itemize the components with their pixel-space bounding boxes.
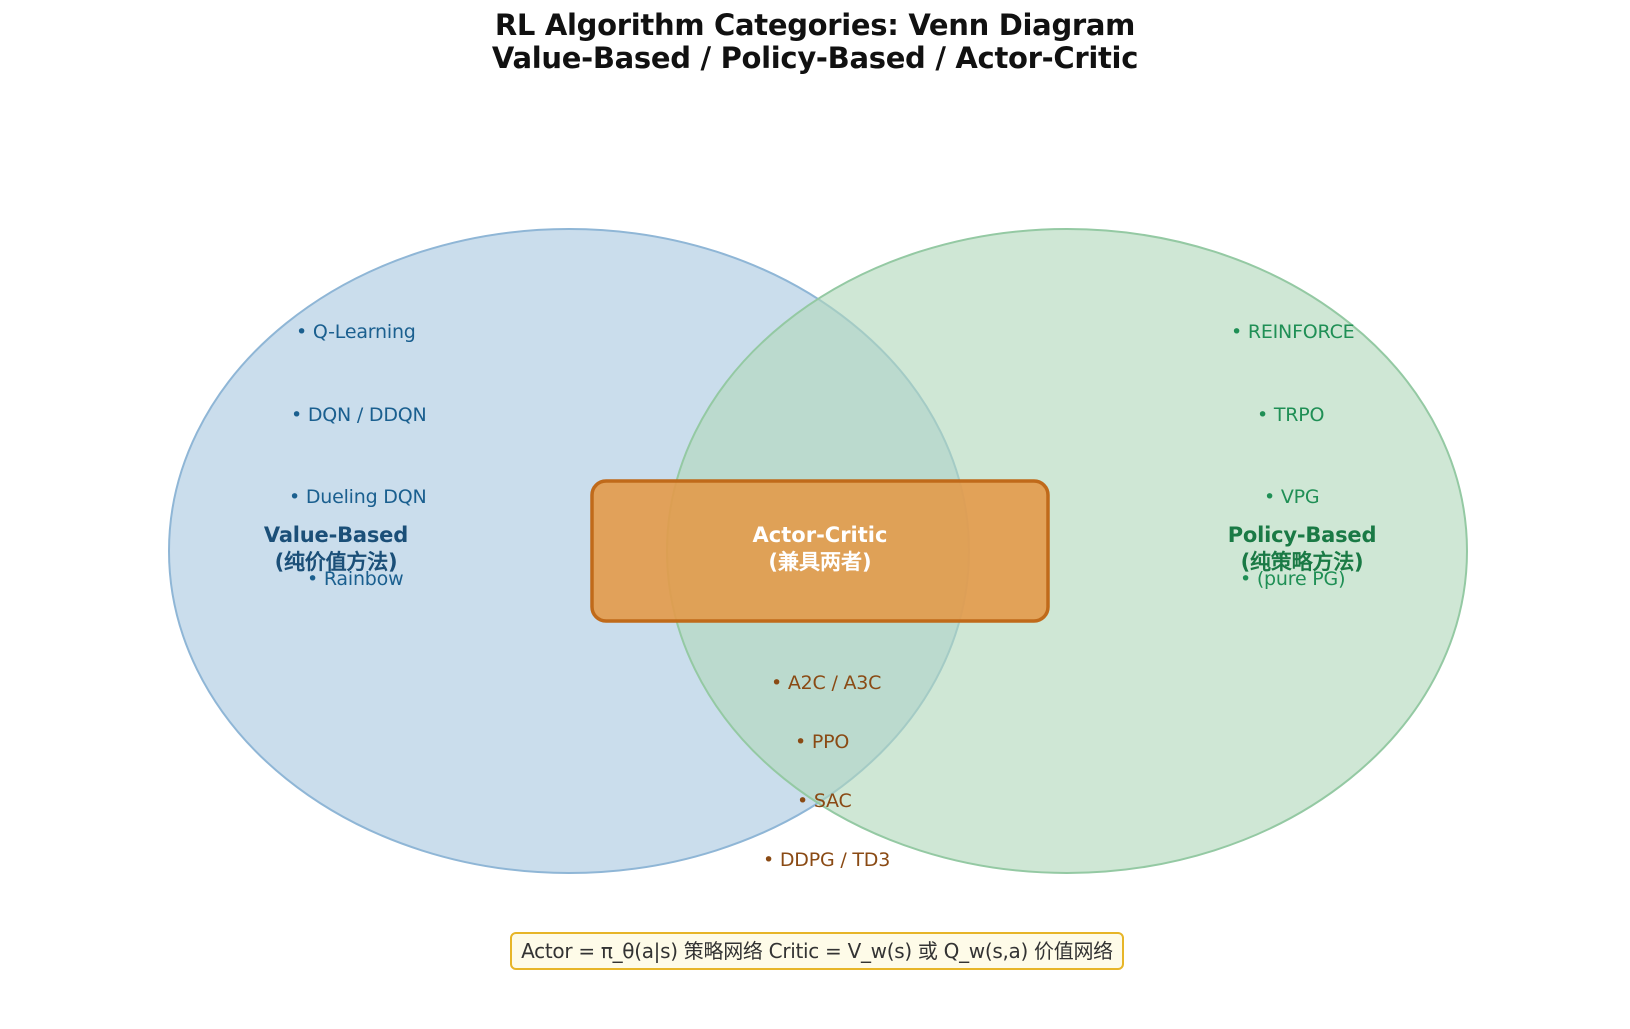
policy-item-reinforce: • REINFORCE <box>1231 321 1355 343</box>
actor-critic-subtitle: (兼具两者) <box>768 550 872 574</box>
diagram-title: RL Algorithm Categories: Venn Diagram <box>494 8 1136 42</box>
value-item-dqn: • DQN / DDQN <box>291 404 427 426</box>
value-item-q-learning: • Q-Learning <box>296 321 416 343</box>
value-based-subtitle: (纯价值方法) <box>274 550 398 574</box>
ac-item-sac: • SAC <box>797 790 852 812</box>
value-item-rainbow: • Rainbow <box>307 568 404 590</box>
actor-critic-box <box>590 479 1050 623</box>
value-based-label: Value-Based (纯价值方法) <box>236 522 436 576</box>
policy-based-label: Policy-Based (纯策略方法) <box>1202 522 1402 576</box>
policy-based-subtitle: (纯策略方法) <box>1240 550 1364 574</box>
policy-based-name: Policy-Based <box>1227 523 1377 547</box>
policy-item-trpo: • TRPO <box>1257 404 1325 426</box>
value-based-name: Value-Based <box>263 523 409 547</box>
value-item-dueling-dqn: • Dueling DQN <box>289 486 427 508</box>
actor-critic-legend: Actor = π_θ(a|s) 策略网络 Critic = V_w(s) 或 … <box>510 932 1124 970</box>
diagram-subtitle: Value-Based / Policy-Based / Actor-Criti… <box>491 41 1139 75</box>
actor-critic-name: Actor-Critic <box>752 523 888 547</box>
policy-item-vpg: • VPG <box>1264 486 1320 508</box>
ac-item-ppo: • PPO <box>795 731 850 753</box>
actor-critic-label: Actor-Critic (兼具两者) <box>592 522 1048 576</box>
ac-item-ddpg-td3: • DDPG / TD3 <box>763 849 891 871</box>
policy-item-pure-pg: • (pure PG) <box>1240 568 1346 590</box>
ac-item-a2c-a3c: • A2C / A3C <box>771 672 882 694</box>
